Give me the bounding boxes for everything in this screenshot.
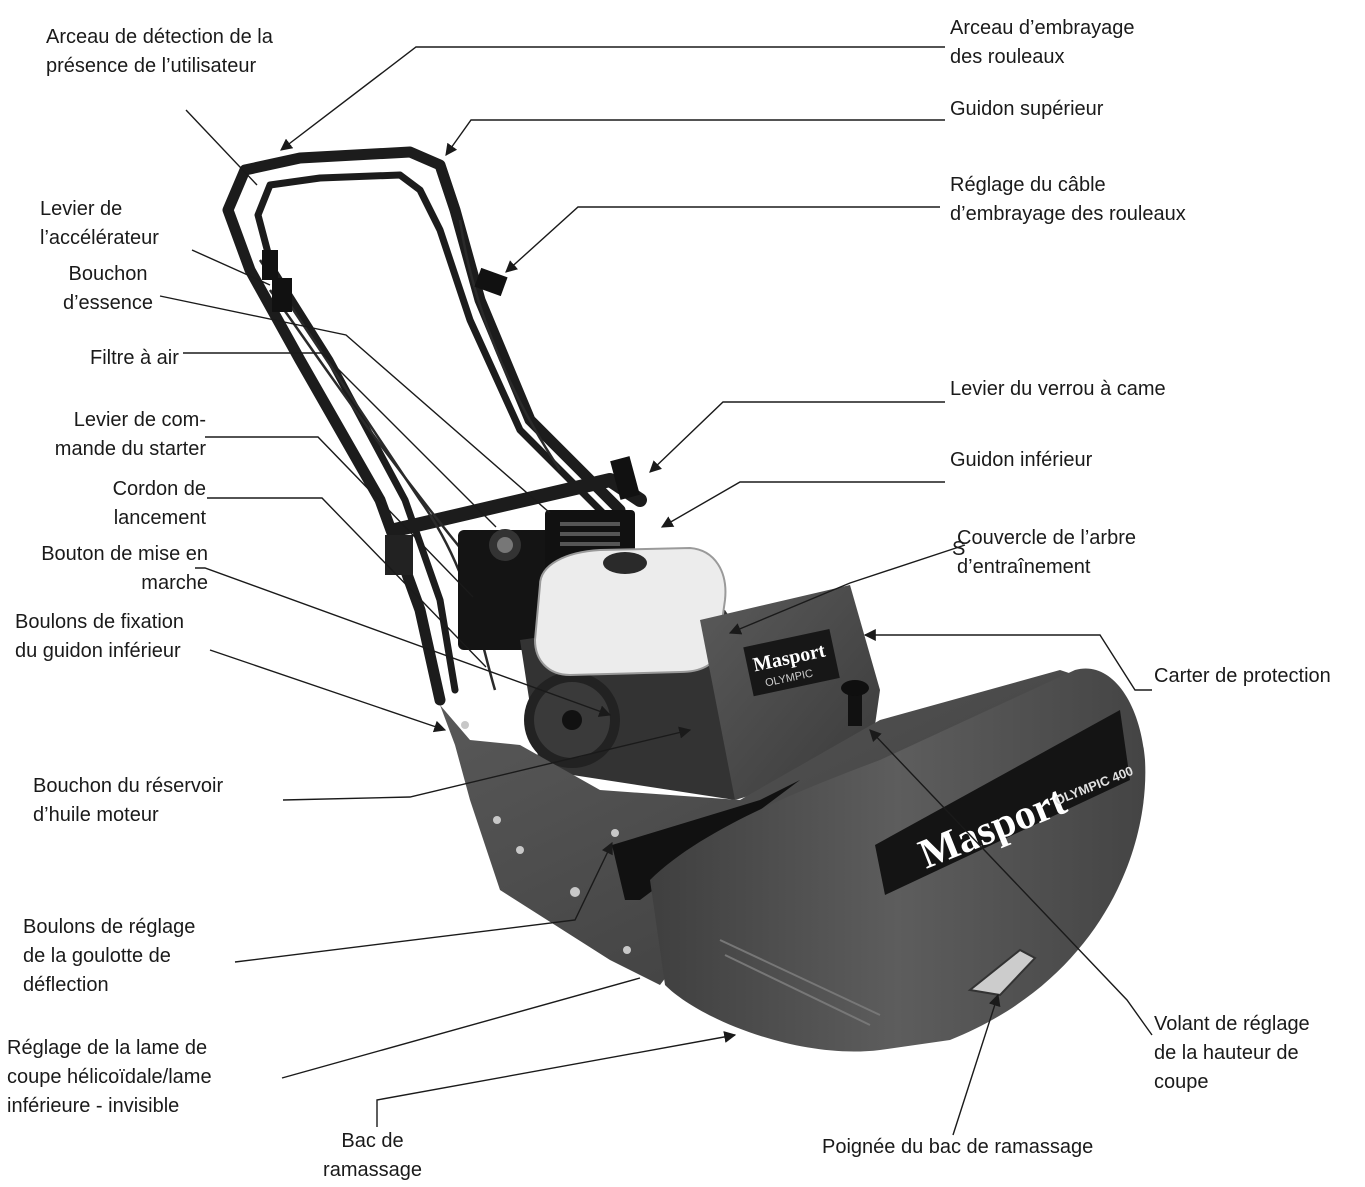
mower-illustration: Masport OLYMPIC Masport OLYMPIC 400 xyxy=(222,146,1146,1052)
label-lower-handle: Guidon inférieur xyxy=(950,449,1093,471)
grass-catcher: Masport OLYMPIC 400 xyxy=(650,668,1146,1052)
label-catcher-handle: Poignée du bac de ramassage xyxy=(822,1136,1094,1158)
label-air-filter: Filtre à air xyxy=(90,347,179,369)
label-cam-lock: Levier du verrou à came xyxy=(950,378,1166,400)
label-upper-handle: Guidon supérieur xyxy=(950,98,1104,120)
engine xyxy=(458,510,745,800)
label-choke: Levier de com-mande du starter xyxy=(54,409,206,460)
label-guard: Carter de protection xyxy=(1154,665,1331,687)
leader-lines xyxy=(159,46,1153,1136)
stray-character: S xyxy=(952,538,965,560)
